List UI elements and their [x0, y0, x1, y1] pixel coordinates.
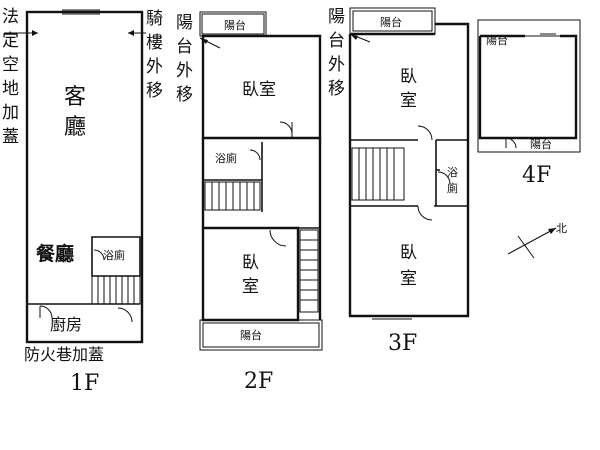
- floor-1f: 法 定 空 地 加 蓋 騎 樓 外 移 客 廳 餐廳 浴廁 廚房 防火巷加蓋 1…: [2, 7, 168, 396]
- 3f-bathroom-label: 浴 廁: [447, 166, 462, 195]
- floor-3f: 陽 台 外 移 陽台 臥 室 浴 廁 臥 室 3F: [328, 7, 470, 356]
- 2f-stairs-right: [299, 229, 319, 313]
- 2f-bedroom-door-arc: [279, 121, 293, 135]
- 2f-bathroom-label: 浴廁: [215, 151, 237, 165]
- 1f-bathroom-label: 浴廁: [103, 248, 125, 262]
- 2f-bedroom-bottom-walls: [201, 226, 300, 322]
- 3f-balcony-top-label: 陽台: [380, 15, 402, 29]
- 2f-bedroom-bottom-label: 臥 室: [242, 253, 264, 297]
- 4f-floor-label: 4F: [522, 163, 551, 188]
- floor-4f: 陽台 陽台 4F: [477, 19, 581, 188]
- 3f-stairs: [351, 147, 405, 201]
- 4f-balcony-bottom-label: 陽台: [530, 137, 552, 151]
- 1f-dining-room-label: 餐廳: [36, 242, 74, 265]
- 2f-bedroom-top-label: 臥室: [242, 80, 276, 100]
- 1f-outer-wall: [25, 10, 144, 344]
- 2f-balcony-top-label: 陽台: [224, 18, 246, 32]
- 1f-arcade-shift-label: 騎 樓 外 移: [146, 9, 168, 101]
- 1f-stairs: [91, 275, 141, 305]
- 4f-walls: [478, 34, 578, 140]
- 1f-living-room-label: 客 廳: [64, 85, 93, 140]
- floor-2f: 陽台 陽 台 外 移 臥室 浴廁 臥 室 陽台 2F: [176, 11, 323, 394]
- 2f-balcony-shift-label: 陽 台 外 移: [176, 13, 198, 105]
- compass-cross-line: [517, 235, 535, 259]
- 1f-door-arc-2: [117, 307, 133, 323]
- 3f-balcony-shift-label: 陽 台 外 移: [328, 7, 350, 99]
- 1f-door-arc: [39, 305, 53, 319]
- 1f-kitchen-label: 廚房: [50, 315, 82, 334]
- compass-north-arrow: [507, 227, 557, 255]
- 3f-bedroom-top-label: 臥 室: [400, 67, 422, 111]
- compass-north-label: 北: [556, 222, 567, 235]
- 2f-floor-label: 2F: [244, 369, 273, 394]
- 1f-fire-lane-label: 防火巷加蓋: [24, 345, 104, 364]
- 3f-floor-label: 3F: [388, 331, 417, 356]
- compass: 北: [507, 222, 567, 259]
- 3f-bedroom-bottom-label: 臥 室: [400, 243, 422, 289]
- 2f-balcony-bottom-label: 陽台: [240, 328, 262, 342]
- 2f-stairs: [204, 181, 261, 211]
- 1f-bath-door-arc: [93, 249, 105, 261]
- 1f-floor-label: 1F: [70, 371, 99, 396]
- 1f-legal-open-space-label: 法 定 空 地 加 蓋: [2, 7, 24, 147]
- 4f-balcony-top-label: 陽台: [486, 33, 508, 47]
- 4f-outer-border: [477, 19, 581, 153]
